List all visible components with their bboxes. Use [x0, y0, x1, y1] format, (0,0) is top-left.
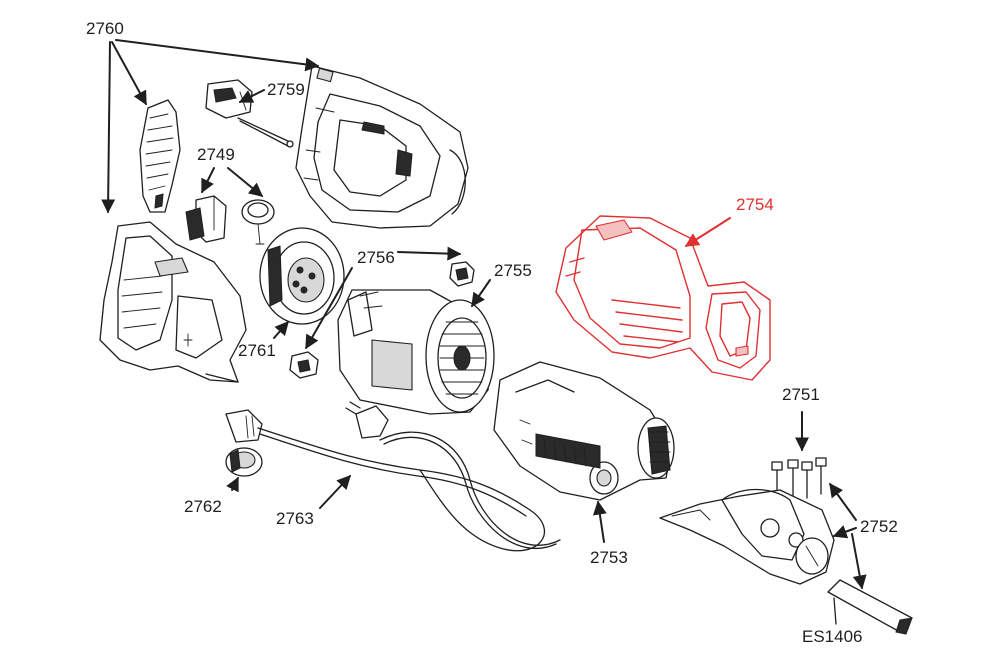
- part-2763-power-cord: [225, 401, 561, 552]
- label-2749: 2749: [197, 145, 235, 164]
- part-2760-grip-insert: [139, 99, 181, 213]
- part-2755-motor-field: [337, 289, 495, 415]
- label-2761: 2761: [238, 341, 276, 360]
- part-2760-handle-housing: [99, 221, 247, 383]
- label-2753: 2753: [590, 548, 628, 567]
- part-2754-motor-housing: [555, 215, 771, 381]
- part-2759-switch: [205, 79, 294, 148]
- part-2756-brush-cap-bottom: [289, 351, 319, 379]
- label-2751: 2751: [782, 385, 820, 404]
- part-2752-shoe: [659, 488, 835, 585]
- label-2759: 2759: [267, 80, 305, 99]
- leader-lines: [101, 39, 867, 625]
- label-2752: 2752: [860, 517, 898, 536]
- part-2749-brush-set: [185, 195, 275, 245]
- label-ES1406: ES1406: [802, 627, 863, 646]
- label-2755: 2755: [494, 261, 532, 280]
- part-labels: 2760 2759 2749 2756 2755 2754 2761 2751 …: [86, 19, 898, 646]
- part-2760-upper-housing: [295, 65, 469, 229]
- label-2762: 2762: [184, 497, 222, 516]
- label-2754: 2754: [736, 195, 774, 214]
- label-2763: 2763: [276, 509, 314, 528]
- label-2760: 2760: [86, 19, 124, 38]
- label-2756: 2756: [357, 248, 395, 267]
- part-2761-fan-ring: [259, 227, 345, 325]
- part-2762-strain-relief: [225, 447, 263, 477]
- part-2756-brush-cap-top: [449, 261, 475, 287]
- part-2753-gear-housing: [493, 361, 675, 501]
- part-ES1406-blade: [827, 579, 913, 635]
